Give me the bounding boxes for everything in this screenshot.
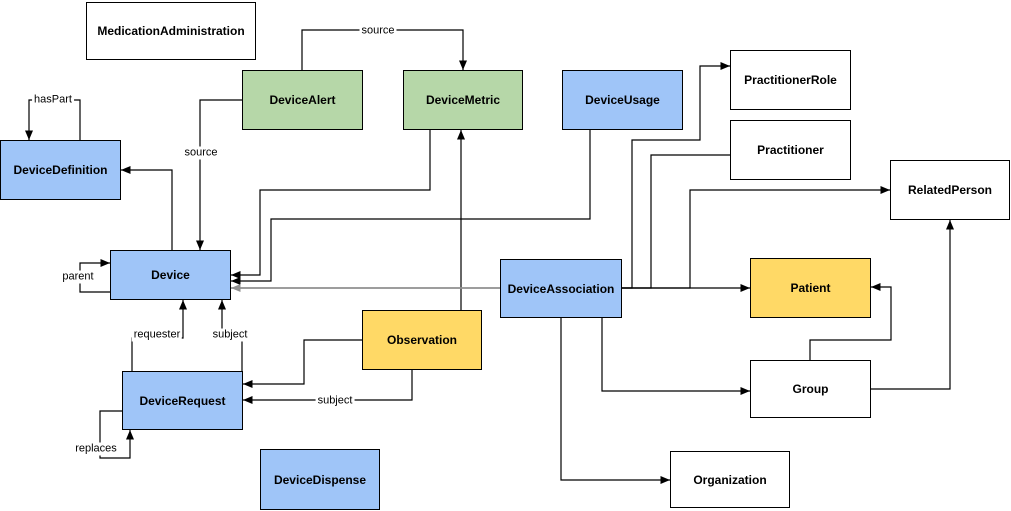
edge-label-device-parent-self: parent xyxy=(60,270,96,284)
edge-label-devicealert-devicemetric: source xyxy=(359,24,397,38)
node-device-definition: DeviceDefinition xyxy=(0,140,121,200)
node-device-association: DeviceAssociation xyxy=(500,259,622,318)
node-device-alert: DeviceAlert xyxy=(242,70,363,130)
node-practitioner: Practitioner xyxy=(730,120,851,180)
node-device-usage: DeviceUsage xyxy=(562,70,683,130)
node-patient: Patient xyxy=(750,258,871,318)
edge-deviceusage-device xyxy=(231,130,591,285)
edge-device-devicedefinition xyxy=(121,166,173,250)
edge-observation-devicerequest-subject xyxy=(243,370,413,404)
node-group: Group xyxy=(750,360,871,418)
node-organization: Organization xyxy=(670,451,790,508)
edge-devicealert-device xyxy=(196,99,242,250)
edge-group-patient xyxy=(809,283,892,360)
edge-label-observation-devicerequest-subject: subject xyxy=(315,394,355,408)
edge-devicerequest-replaces-self xyxy=(99,410,134,459)
node-device-metric: DeviceMetric xyxy=(403,70,523,130)
edge-label-devicerequest-device-subject: subject xyxy=(210,328,250,342)
edge-observation-devicerequest xyxy=(243,339,362,388)
edge-deviceassociation-organization xyxy=(560,318,670,484)
edge-label-devicerequest-replaces-self: replaces xyxy=(73,442,119,456)
node-device: Device xyxy=(110,250,231,300)
edge-deviceassociation-relatedperson xyxy=(622,186,890,289)
edge-deviceassociation-practitioner xyxy=(622,154,730,289)
edge-label-devicedefinition-haspart-self: hasPart xyxy=(32,93,74,107)
edge-devicemetric-device xyxy=(231,130,431,279)
node-device-request: DeviceRequest xyxy=(122,371,243,430)
node-medication-administration: MedicationAdministration xyxy=(86,2,256,60)
edge-label-devicerequest-device-requester: requester xyxy=(131,328,183,342)
node-observation: Observation xyxy=(362,310,482,370)
node-related-person: RelatedPerson xyxy=(890,160,1010,220)
edge-group-relatedperson xyxy=(871,220,954,390)
node-practitioner-role: PractitionerRole xyxy=(730,50,851,110)
edge-label-devicealert-device: source xyxy=(182,146,220,160)
node-device-dispense: DeviceDispense xyxy=(260,449,380,510)
edge-deviceassociation-group xyxy=(601,318,750,395)
